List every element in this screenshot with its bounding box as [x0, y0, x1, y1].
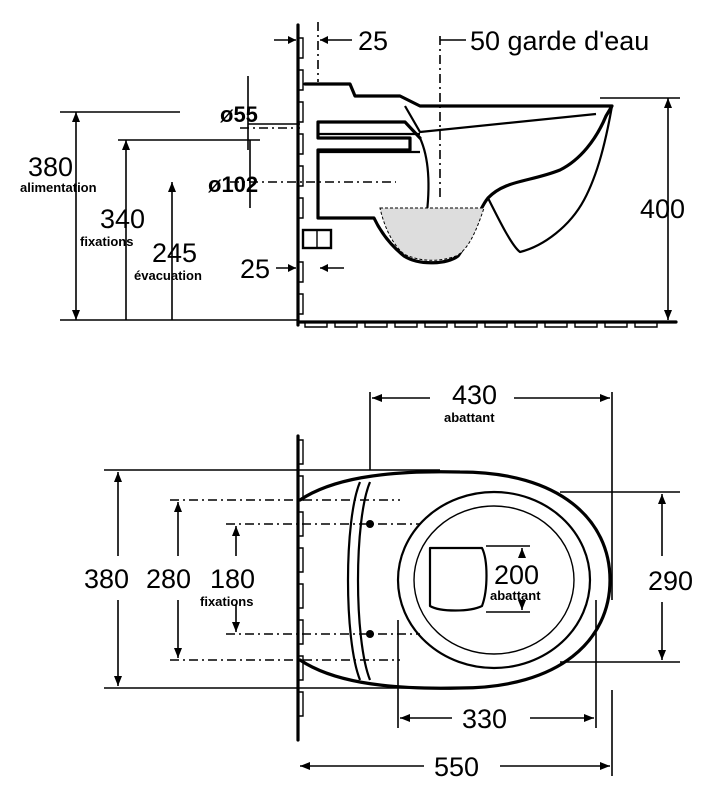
fixations-label-top: fixations — [200, 594, 253, 609]
alimentation-label: alimentation — [20, 180, 97, 195]
dim-400-label: 400 — [640, 194, 685, 224]
top-view: 430 abattant 380 280 180 — [84, 380, 693, 782]
dim-340-label: 340 — [100, 204, 145, 234]
dim-330-top: 330 — [397, 600, 597, 734]
dim-bottom-25: 25 — [240, 254, 344, 284]
dim-top-25-label: 25 — [358, 26, 388, 56]
dim-280-top: 280 — [146, 502, 191, 658]
bowl-top — [298, 470, 612, 690]
dim-290-top: 290 — [560, 491, 693, 663]
dim-280-label: 280 — [146, 564, 191, 594]
dim-380-label: 380 — [28, 152, 73, 182]
dim-200-top: 200 abattant — [486, 545, 541, 613]
dim-top-25: 25 — [274, 26, 388, 56]
dim-430-label: 430 — [452, 380, 497, 410]
side-floor — [296, 320, 678, 328]
dim-200-label: 200 — [494, 560, 539, 590]
side-wall — [296, 23, 304, 327]
diam-102-label: ø102 — [208, 172, 258, 197]
dim-bottom-25-label: 25 — [240, 254, 270, 284]
fixations-label-side: fixations — [80, 234, 133, 249]
dim-340-side: 340 fixations — [80, 139, 260, 320]
dim-290-label: 290 — [648, 566, 693, 596]
abattant-inner-label: abattant — [490, 588, 541, 603]
dim-330-label: 330 — [462, 704, 507, 734]
dim-550-label: 550 — [434, 752, 479, 782]
dim-380-top: 380 — [84, 469, 440, 689]
dim-diam-102: ø102 — [208, 140, 258, 208]
top-wall — [296, 434, 304, 742]
dim-245-label: 245 — [152, 238, 197, 268]
dim-380-side: 380 alimentation — [20, 111, 298, 321]
dim-430: 430 abattant — [369, 380, 613, 600]
evacuation-label: évacuation — [134, 268, 202, 283]
dim-380-top-label: 380 — [84, 564, 129, 594]
dim-water-seal: 50 garde d'eau — [440, 26, 649, 56]
side-view: 25 50 garde d'eau ø55 ø102 380 alimentat… — [20, 22, 685, 328]
dim-180-label: 180 — [210, 564, 255, 594]
bowl-profile — [301, 82, 614, 265]
dim-550-top: 550 — [300, 690, 613, 782]
dim-400-side: 400 — [600, 97, 685, 320]
dim-diam-55: ø55 — [220, 76, 300, 150]
dim-245-side: 245 évacuation — [134, 182, 202, 320]
water-seal-label: 50 garde d'eau — [470, 26, 649, 56]
abattant-top-label: abattant — [444, 410, 495, 425]
diam-55-label: ø55 — [220, 102, 258, 127]
dim-180-top: 180 fixations — [200, 526, 255, 632]
